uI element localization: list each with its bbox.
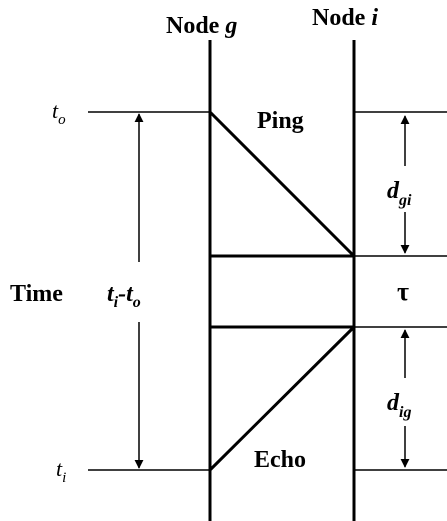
tau-label: τ bbox=[397, 277, 409, 306]
t-i-label: ti bbox=[56, 456, 66, 486]
d-ig-label: dig bbox=[387, 390, 411, 421]
d-gi-label: dgi bbox=[387, 178, 412, 209]
node-g-label: Node g bbox=[166, 13, 237, 39]
node-i-label: Node i bbox=[312, 5, 378, 31]
echo-message-line bbox=[208, 325, 356, 472]
ping-message-line bbox=[208, 110, 356, 258]
interval-label: ti-to bbox=[107, 281, 141, 311]
t-o-label: to bbox=[52, 98, 66, 128]
ping-label: Ping bbox=[257, 108, 304, 134]
time-label: Time bbox=[10, 281, 63, 307]
echo-label: Echo bbox=[254, 447, 306, 473]
